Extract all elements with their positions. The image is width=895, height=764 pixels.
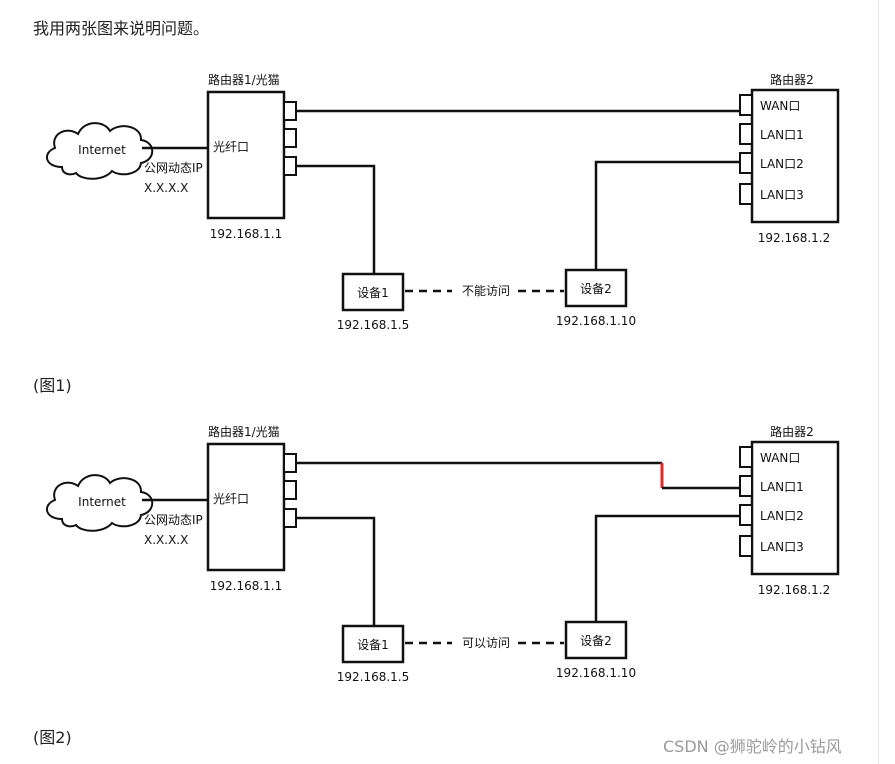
router2-port-label-lan3: LAN口3 xyxy=(760,188,804,202)
router2-ip: 192.168.1.2 xyxy=(758,231,831,245)
cable-lan2-to-device2 xyxy=(594,514,740,622)
internet-label: Internet xyxy=(78,143,126,157)
internet-cloud xyxy=(46,474,154,532)
router2-port-label-lan1: LAN口1 xyxy=(760,480,804,494)
router2-port-label-lan2: LAN口2 xyxy=(760,509,804,523)
cable-router1-to-device1 xyxy=(296,516,376,626)
router1-port-1 xyxy=(283,101,297,121)
router1-box xyxy=(206,442,286,572)
router2-port-lan2 xyxy=(739,152,753,174)
device1-label: 设备1 xyxy=(357,286,389,300)
router2-port-lan3 xyxy=(739,535,753,557)
access-status-label: 可以访问 xyxy=(462,636,510,650)
cable-router1-to-device1 xyxy=(296,164,376,274)
device1-ip: 192.168.1.5 xyxy=(337,670,410,684)
router1-ip: 192.168.1.1 xyxy=(210,579,283,593)
device1-ip: 192.168.1.5 xyxy=(337,318,410,332)
device2-box xyxy=(564,268,628,308)
internet-cloud xyxy=(46,122,154,180)
access-status-label: 不能访问 xyxy=(462,284,510,298)
router2-port-label-wan: WAN口 xyxy=(760,451,800,465)
router2-port-label-lan2: LAN口2 xyxy=(760,157,804,171)
router1-fiber-port: 光纤口 xyxy=(213,492,249,506)
router1-port-2 xyxy=(283,480,297,500)
router2-port-wan xyxy=(739,94,753,116)
router2-title: 路由器2 xyxy=(770,72,814,87)
device2-label: 设备2 xyxy=(580,634,612,648)
router1-title: 路由器1/光猫 xyxy=(208,72,280,87)
caption-figure-1: (图1) xyxy=(33,376,72,395)
router2-port-label-lan3: LAN口3 xyxy=(760,540,804,554)
network-diagram-1: Internet 公网动态IP X.X.X.X 路由器1/光猫 光纤口 192.… xyxy=(46,72,840,332)
device2-box xyxy=(564,620,628,660)
router2-port-lan1 xyxy=(739,475,753,497)
device2-label: 设备2 xyxy=(580,282,612,296)
router1-port-3 xyxy=(283,508,297,528)
cable-lan2-to-device2 xyxy=(594,160,740,270)
router2-port-lan3 xyxy=(739,183,753,205)
device1-label: 设备1 xyxy=(357,638,389,652)
public-ip-label: 公网动态IP xyxy=(144,513,203,527)
caption-figure-2: (图2) xyxy=(33,728,72,747)
network-diagram-2: Internet 公网动态IP X.X.X.X 路由器1/光猫 光纤口 192.… xyxy=(46,424,840,684)
public-ip-label: 公网动态IP xyxy=(144,161,203,175)
router1-port-3 xyxy=(283,156,297,176)
router1-port-2 xyxy=(283,128,297,148)
router2-port-lan1 xyxy=(739,123,753,145)
intro-text: 我用两张图来说明问题。 xyxy=(33,19,210,38)
device2-ip: 192.168.1.10 xyxy=(556,666,636,680)
router1-fiber-port: 光纤口 xyxy=(213,140,249,154)
device1-box xyxy=(341,272,405,312)
router1-title: 路由器1/光猫 xyxy=(208,424,280,439)
router2-port-label-wan: WAN口 xyxy=(760,99,800,113)
internet-label: Internet xyxy=(78,495,126,509)
router2-title: 路由器2 xyxy=(770,424,814,439)
router1-port-1 xyxy=(283,453,297,473)
router2-port-label-lan1: LAN口1 xyxy=(760,128,804,142)
router1-ip: 192.168.1.1 xyxy=(210,227,283,241)
router2-box xyxy=(750,88,840,224)
router1-box xyxy=(206,90,286,220)
router2-port-lan2 xyxy=(739,504,753,526)
device2-ip: 192.168.1.10 xyxy=(556,314,636,328)
device1-box xyxy=(341,624,405,664)
public-ip-value: X.X.X.X xyxy=(144,181,188,195)
public-ip-value: X.X.X.X xyxy=(144,533,188,547)
router2-ip: 192.168.1.2 xyxy=(758,583,831,597)
side-scroll-strip[interactable] xyxy=(878,0,895,764)
router2-port-wan xyxy=(739,446,753,468)
watermark: CSDN @狮驼岭的小钻风 xyxy=(663,737,842,756)
router2-box xyxy=(750,440,840,576)
